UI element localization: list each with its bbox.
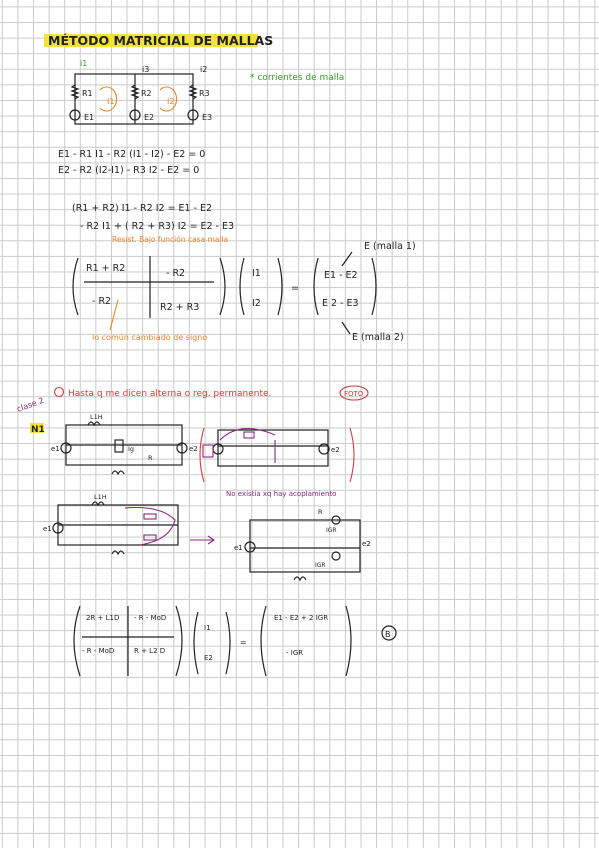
mark-circle <box>381 625 397 641</box>
loop-arrow-2 <box>159 86 178 112</box>
label-loop-i1: I1 <box>107 97 114 106</box>
circuit-1: i1 i3 i2 R1 R2 R3 I1 I2 E1 E2 E3 <box>69 59 212 125</box>
matrix2-b1: E1 - E2 + 2 IGR <box>274 614 328 622</box>
matrix1-a12: - R2 <box>166 268 185 279</box>
equation-2: E2 - R2 (I2-I1) - R3 I2 - E2 = 0 <box>58 165 199 176</box>
svg-text:e1: e1 <box>43 525 52 533</box>
mark-b: B <box>385 630 391 639</box>
source-e2 <box>129 109 141 121</box>
tag-highlight <box>30 423 44 433</box>
svg-text:=: = <box>291 283 299 294</box>
circuit-2c: L1H e1 <box>43 493 179 556</box>
current-label-i3: i3 <box>142 65 149 74</box>
matrix2-x1: I1 <box>204 624 211 632</box>
matrix2-x2: E2 <box>204 654 213 662</box>
label-igr-bottom: IGR <box>315 562 326 569</box>
circuit-2d: R IGR IGR e2 e1 <box>234 508 371 582</box>
circuit-2a: L1H Ig R e1 e2 <box>51 413 198 476</box>
matrix2-a12: - R - MoD <box>134 614 166 622</box>
matrix1-a11: R1 + R2 <box>86 263 125 274</box>
equation-1: E1 - R1 I1 - R2 (I1 - I2) - E2 = 0 <box>58 149 205 160</box>
label-r-2d: R <box>318 508 323 516</box>
section-tag-n1: N1 <box>31 425 45 435</box>
label-r3: R3 <box>199 89 210 98</box>
matrix-2: 2R + L1D - R - MoD - R - MoD R + L2 D I1… <box>73 605 352 677</box>
bracket-left <box>72 257 79 316</box>
foto-circle <box>339 385 369 401</box>
coupling-note: No existía xq hay acoplamiento <box>226 490 336 498</box>
matrix2-a22: R + L2 D <box>134 647 165 655</box>
label-e2-2a: e2 <box>189 445 198 453</box>
label-igr-top: IGR <box>326 527 337 534</box>
label-e-malla-2: E (malla 2) <box>352 332 404 343</box>
inductor-l1 <box>87 421 101 427</box>
equation-3: (R1 + R2) I1 - R2 I2 = E1 - E2 <box>72 203 212 214</box>
matrix1-x1: I1 <box>252 268 261 279</box>
class-2-label: clase 2 <box>16 396 46 414</box>
label-e1-2a: e1 <box>51 445 60 453</box>
matrix1-note-top: Resist. Bajo función casa malla <box>112 235 228 244</box>
matrix1-a22: R2 + R3 <box>160 302 199 313</box>
label-e1: E1 <box>84 113 94 122</box>
svg-text:e1: e1 <box>234 544 243 552</box>
source-e2-2a <box>176 442 188 454</box>
label-r-2a: R <box>148 454 153 462</box>
current-source-ig <box>114 439 124 453</box>
regime-note: Hasta q me dicen alterna o reg. permanen… <box>68 389 271 399</box>
matrix1-x2: I2 <box>252 298 261 309</box>
star-bullet-icon <box>53 386 65 398</box>
title-highlight <box>44 34 258 47</box>
circuit-2b: e2 <box>199 427 355 483</box>
foto-label: FOTO <box>344 390 364 398</box>
svg-text:=: = <box>240 638 247 647</box>
current-label-i2: i2 <box>200 65 207 74</box>
equation-4: - R2 I1 + ( R2 + R3) I2 = E2 - E3 <box>80 221 234 232</box>
page-title: MÉTODO MATRICIAL DE MALLAS <box>48 33 273 48</box>
mesh-currents-note: * corrientes de malla <box>250 73 344 83</box>
matrix2-b2: - IGR <box>286 649 303 657</box>
label-e3: E3 <box>202 113 212 122</box>
resistor-r3 <box>188 84 198 100</box>
resistor-r2 <box>130 84 140 100</box>
source-e1 <box>69 109 81 121</box>
label-ig-2a: Ig <box>128 445 134 453</box>
matrix2-a21: - R - MoD <box>82 647 114 655</box>
bracket-right <box>219 257 226 316</box>
label-e2: E2 <box>144 113 154 122</box>
loop-arrow-1 <box>99 86 118 112</box>
label-l1h-2a: L1H <box>90 413 103 421</box>
label-r1: R1 <box>82 89 93 98</box>
matrix1-b2: E 2 - E3 <box>322 298 359 309</box>
resistor-r1 <box>70 84 80 100</box>
label-e-malla-1: E (malla 1) <box>364 241 416 252</box>
source-e3 <box>187 109 199 121</box>
label-loop-i2: I2 <box>167 97 174 106</box>
matrix1-note-bottom: lo común cambiado de signo <box>92 333 207 342</box>
current-label-i1: i1 <box>80 59 87 68</box>
svg-text:e2: e2 <box>362 540 371 548</box>
svg-text:e2: e2 <box>331 446 340 454</box>
matrix1-b1: E1 - E2 <box>324 270 358 281</box>
source-e1-2a <box>60 442 72 454</box>
matrix1-a21: - R2 <box>92 296 111 307</box>
label-r2: R2 <box>141 89 152 98</box>
matrix2-a11: 2R + L1D <box>86 614 119 622</box>
svg-text:L1H: L1H <box>94 493 107 501</box>
matrix-1: Resist. Bajo función casa malla R1 + R2 … <box>72 235 416 343</box>
